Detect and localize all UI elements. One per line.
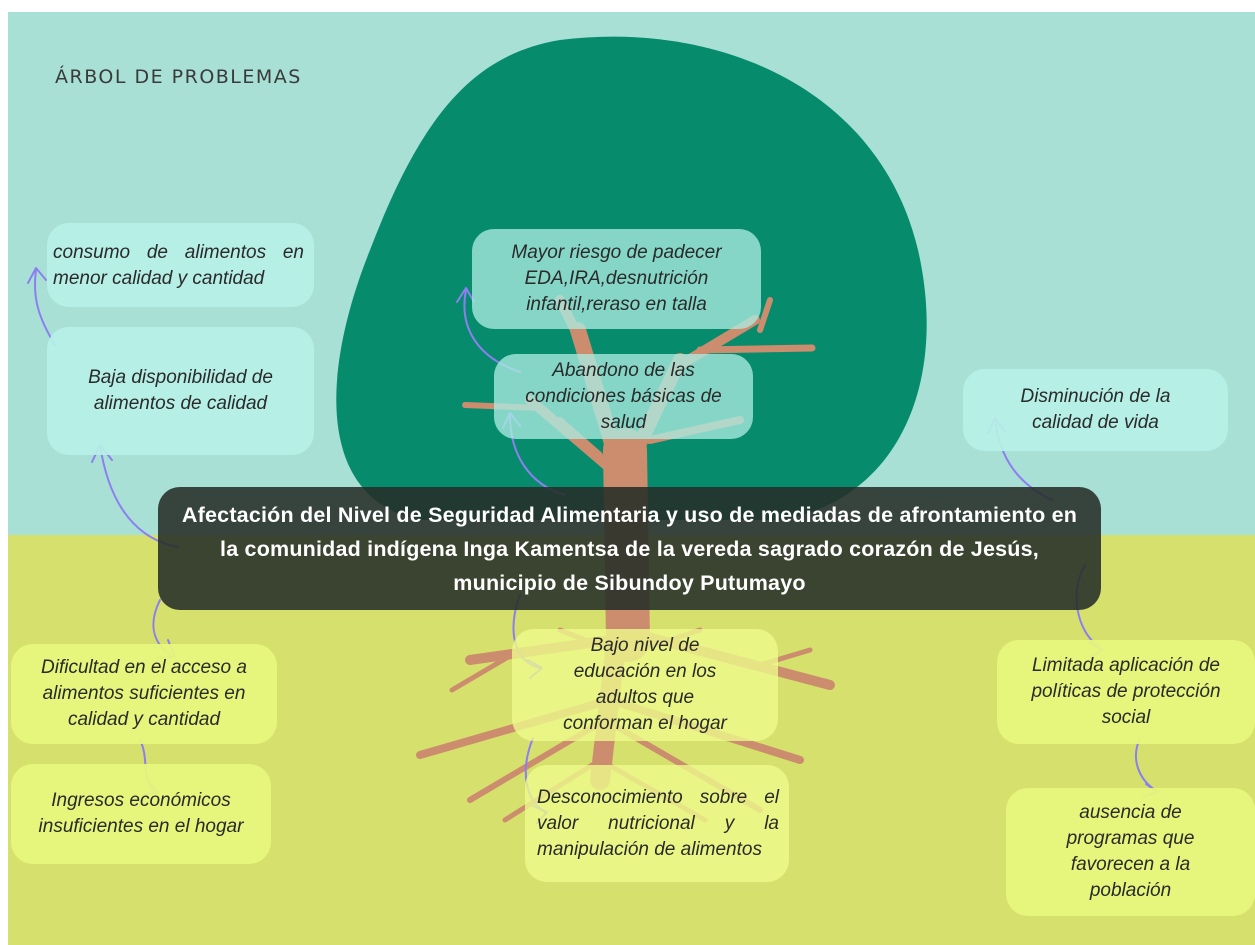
cause-box-limitada: Limitada aplicación de políticas de prot… <box>997 640 1255 744</box>
cause-text: Limitada aplicación de políticas de prot… <box>1031 655 1221 728</box>
cause-text: Ingresos económicos insuficientes en el … <box>38 790 244 837</box>
effect-text: Mayor riesgo de padecer EDA,IRA,desnutri… <box>511 242 722 315</box>
cause-text: Dificultad en el acceso a alimentos sufi… <box>41 657 247 730</box>
effect-box-disminucion: Disminución de la calidad de vida <box>963 369 1228 451</box>
cause-text: ausencia de programas que favorecen a la… <box>1066 802 1195 901</box>
cause-text: Desconocimiento sobre el valor nutricion… <box>537 786 779 860</box>
arrowhead <box>27 267 47 284</box>
effect-text: consumo de alimentos en menor calidad y … <box>53 242 304 289</box>
central-problem-text: Afectación del Nivel de Seguridad Alimen… <box>181 502 1078 595</box>
central-problem-banner: Afectación del Nivel de Seguridad Alimen… <box>158 487 1101 610</box>
cause-box-desconocimiento: Desconocimiento sobre el valor nutricion… <box>525 765 789 882</box>
arrow-limitada-to-ausencia <box>1135 737 1156 791</box>
effect-box-consumo: consumo de alimentos en menor calidad y … <box>47 223 314 307</box>
effect-text: Disminución de la calidad de vida <box>1020 386 1171 433</box>
cause-text: Bajo nivel de educación en los adultos q… <box>563 635 727 734</box>
effect-box-abandono: Abandono de las condiciones básicas de s… <box>494 354 753 439</box>
effect-text: Baja disponibilidad de alimentos de cali… <box>88 367 273 414</box>
cause-box-ausencia: ausencia de programas que favorecen a la… <box>1006 788 1255 916</box>
arrowhead <box>456 287 475 303</box>
cause-box-dificultad: Dificultad en el acceso a alimentos sufi… <box>11 644 277 744</box>
effect-box-baja-disponibilidad: Baja disponibilidad de alimentos de cali… <box>47 327 314 455</box>
cause-box-ingresos: Ingresos económicos insuficientes en el … <box>11 764 271 864</box>
effect-text: Abandono de las condiciones básicas de s… <box>525 359 722 433</box>
page-title: ÁRBOL DE PROBLEMAS <box>55 66 302 88</box>
cause-box-bajo-nivel: Bajo nivel de educación en los adultos q… <box>512 629 778 741</box>
effect-box-mayor-riesgo: Mayor riesgo de padecer EDA,IRA,desnutri… <box>472 229 761 329</box>
